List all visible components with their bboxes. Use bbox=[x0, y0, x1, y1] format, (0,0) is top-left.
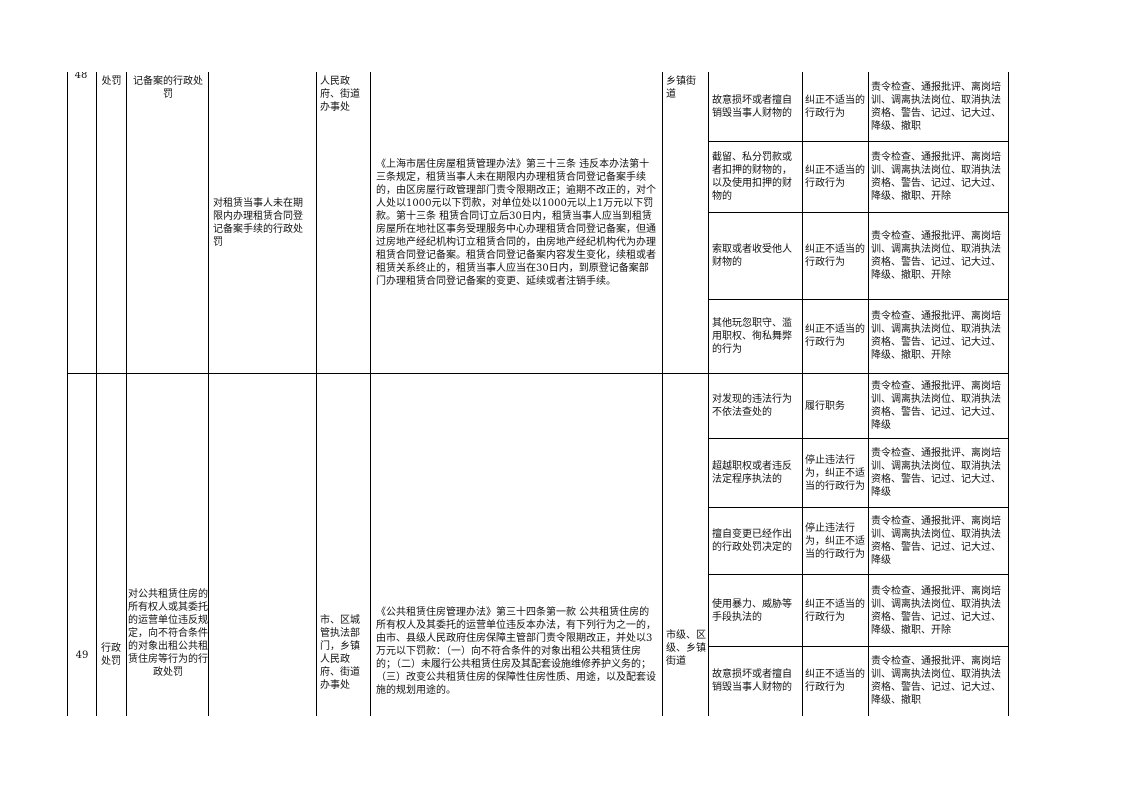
situation-cell: 截留、私分罚款或者扣押的财物的，以及使用扣押的财物的 bbox=[712, 152, 792, 202]
situation-cell: 超越职权或者违反法定程序执法的 bbox=[712, 461, 792, 485]
grid-line bbox=[67, 72, 68, 716]
grid-line bbox=[708, 141, 1008, 142]
grid-line bbox=[708, 212, 1008, 213]
responsibility-cell: 履行职务 bbox=[805, 400, 845, 412]
grid-line bbox=[67, 373, 1008, 374]
grid-line bbox=[126, 72, 127, 716]
situation-cell: 对发现的违法行为不依法查处的 bbox=[712, 394, 792, 418]
grid-line bbox=[708, 299, 1008, 300]
item-name-cell: 记备案的行政处罚 bbox=[133, 76, 203, 100]
sub-item-cell: 对租赁当事人未在期限内办理租赁合同登记备案手续的行政处罚 bbox=[209, 73, 315, 372]
category-cell: 行政处罚 bbox=[101, 643, 121, 667]
situation-cell: 索取或者收受他人财物的 bbox=[712, 244, 792, 268]
grid-line bbox=[96, 72, 97, 716]
situation-cell: 擅自变更已经作出的行政处罚决定的 bbox=[712, 529, 792, 553]
grid-line bbox=[708, 507, 1008, 508]
legal-basis-cell: 《上海市居住房屋租赁管理办法》第三十三条 违反本办法第十三条规定，租赁当事人未在… bbox=[371, 73, 661, 372]
grid-line bbox=[708, 438, 1008, 439]
grid-line bbox=[662, 72, 663, 716]
responsibility-cell: 纠正不适当的行政行为 bbox=[805, 598, 865, 623]
item-name-cell: 对公共租赁住房的所有权人或其委托的运营单位违反规定，向不符合条件的对象出租公共租… bbox=[128, 589, 208, 678]
penalty-cell: 责令检查、通报批评、离岗培训、调离执法岗位、取消执法资格、警告、记过、记大过、降… bbox=[871, 231, 1001, 281]
grid-line bbox=[708, 646, 1008, 647]
enforcer-cell: 市、区城管执法部门，乡镇人民政府、街道办事处 bbox=[320, 615, 360, 691]
penalty-cell: 责令检查、通报批评、离岗培训、调离执法岗位、取消执法资格、警告、记过、记大过、降… bbox=[871, 585, 1001, 636]
grid-line bbox=[316, 72, 317, 716]
penalty-cell: 责令检查、通报批评、离岗培训、调离执法岗位、取消执法资格、警告、记过、记大过、降… bbox=[871, 152, 1001, 202]
level-cell: 市级、区级、乡镇街道 bbox=[666, 630, 706, 667]
responsibility-cell: 纠正不适当的行政行为 bbox=[805, 95, 865, 119]
responsibility-cell: 纠正不适当的行政行为 bbox=[805, 244, 865, 268]
grid-line bbox=[708, 574, 1008, 575]
responsibility-cell: 纠正不适当的行政行为 bbox=[805, 165, 865, 189]
grid-line bbox=[1008, 72, 1009, 716]
sub-item-text: 对租赁当事人未在期限内办理租赁合同登记备案手续的行政处罚 bbox=[213, 197, 303, 248]
penalty-cell: 责令检查、通报批评、离岗培训、调离执法岗位、取消执法资格、警告、记过、记大过、降… bbox=[871, 656, 1001, 706]
level-cell: 乡镇街道 bbox=[666, 76, 696, 100]
enforcer-cell: 人民政府、街道办事处 bbox=[320, 76, 360, 113]
situation-cell: 使用暴力、威胁等手段执法的 bbox=[712, 598, 792, 623]
grid-line bbox=[208, 72, 209, 716]
situation-cell: 故意损坏或者擅自销毁当事人财物的 bbox=[712, 95, 792, 119]
grid-line bbox=[802, 72, 803, 716]
category-cell: 处罚 bbox=[101, 76, 122, 87]
penalty-cell: 责令检查、通报批评、离岗培训、调离执法岗位、取消执法资格、警告、记过、记大过、降… bbox=[871, 82, 1001, 132]
responsibility-cell: 停止违法行为，纠正不适当的行政行为 bbox=[805, 454, 865, 492]
penalty-cell: 责令检查、通报批评、离岗培训、调离执法岗位、取消执法资格、警告、记过、记大过、降… bbox=[871, 381, 1001, 431]
situation-cell: 其他玩忽职守、滥用职权、徇私舞弊的行为 bbox=[712, 317, 792, 355]
responsibility-cell: 停止违法行为，纠正不适当的行政行为 bbox=[805, 522, 865, 560]
penalty-cell: 责令检查、通报批评、离岗培训、调离执法岗位、取消执法资格、警告、记过、记大过、降… bbox=[871, 516, 1001, 566]
legal-basis-cell: 《公共租赁住房管理办法》第三十四条第一款 公共租赁住房的所有权人及其委托的运营单… bbox=[376, 607, 656, 696]
row-number: 49 bbox=[75, 649, 89, 661]
legal-basis-text: 《上海市居住房屋租赁管理办法》第三十三条 违反本办法第十三条规定，租赁当事人未在… bbox=[376, 158, 656, 287]
penalty-cell: 责令检查、通报批评、离岗培训、调离执法岗位、取消执法资格、警告、记过、记大过、降… bbox=[871, 448, 1001, 498]
responsibility-cell: 纠正不适当的行政行为 bbox=[805, 669, 865, 693]
grid-line bbox=[370, 72, 371, 716]
grid-line bbox=[708, 72, 709, 716]
row-number: 48 bbox=[74, 72, 88, 81]
responsibility-cell: 纠正不适当的行政行为 bbox=[805, 324, 865, 348]
grid-line bbox=[868, 72, 869, 716]
situation-cell: 故意损坏或者擅自销毁当事人财物的 bbox=[712, 669, 792, 693]
penalty-cell: 责令检查、通报批评、离岗培训、调离执法岗位、取消执法资格、警告、记过、记大过、降… bbox=[871, 311, 1001, 361]
